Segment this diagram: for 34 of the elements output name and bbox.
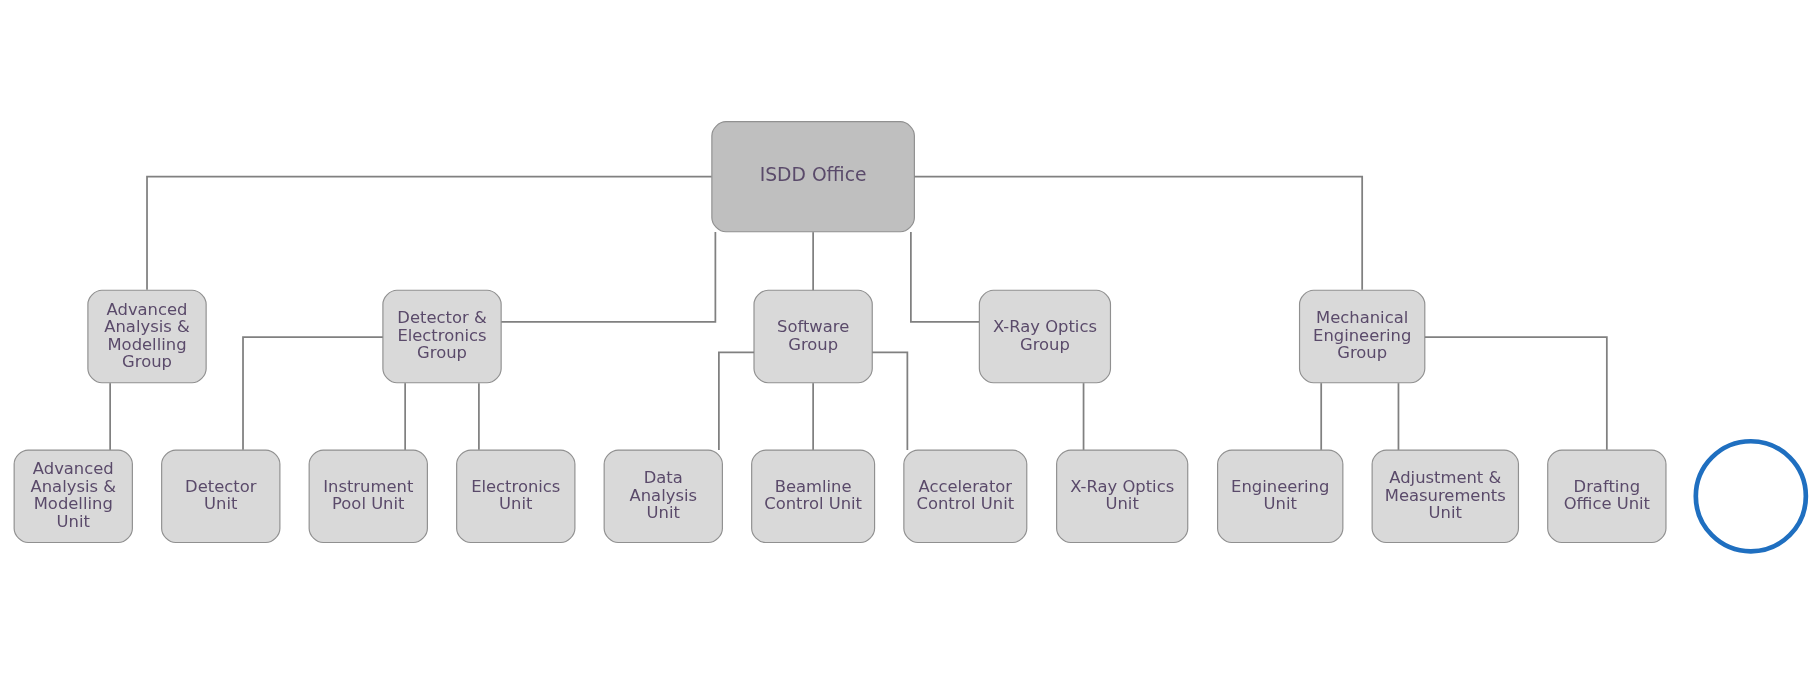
node-box: Advanced Analysis & Modelling Unit — [13, 449, 133, 544]
node-box: ISDD Office — [711, 121, 915, 233]
connector — [812, 231, 814, 292]
node-box: Advanced Analysis & Modelling Group — [87, 289, 207, 384]
node-box: Software Group — [753, 289, 873, 384]
connector — [1082, 382, 1085, 451]
node-box: Electronics Unit — [456, 449, 576, 544]
connector — [1423, 336, 1608, 451]
node-box: Adjustment & Measurements Unit — [1371, 449, 1520, 544]
node-box: Detector & Electronics Group — [382, 289, 502, 384]
node-box: Detector Unit — [161, 449, 281, 544]
node-box: Accelerator Control Unit — [903, 449, 1028, 544]
connector — [812, 382, 814, 451]
connector — [871, 351, 909, 451]
connector — [913, 175, 1364, 291]
node-circle — [1693, 438, 1809, 554]
connector — [404, 382, 407, 451]
node-box: Drafting Office Unit — [1547, 449, 1667, 544]
connector — [1397, 382, 1400, 451]
connector — [718, 351, 755, 451]
connector — [109, 382, 111, 451]
connector — [242, 336, 384, 451]
connector — [910, 231, 980, 323]
connector — [500, 231, 717, 323]
node-box: Engineering Unit — [1217, 449, 1344, 544]
node-box: Instrument Pool Unit — [308, 449, 428, 544]
node-box: X-Ray Optics Unit — [1056, 449, 1189, 544]
node-box: Beamline Control Unit — [751, 449, 876, 544]
node-box: Data Analysis Unit — [603, 449, 723, 544]
node-box: Mechanical Engineering Group — [1298, 289, 1426, 384]
connector — [478, 382, 480, 451]
node-box: X-Ray Optics Group — [978, 289, 1112, 384]
connector — [146, 175, 713, 291]
connector — [1320, 382, 1323, 451]
